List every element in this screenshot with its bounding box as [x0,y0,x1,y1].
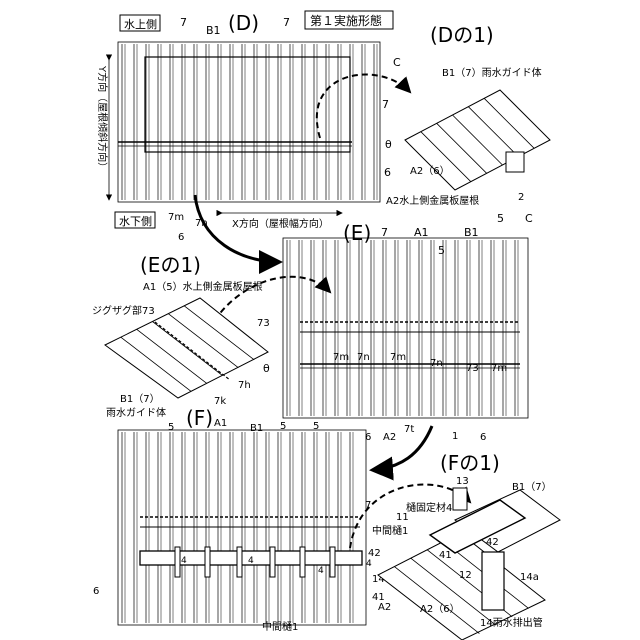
panel-e-to-f-arrow [372,426,432,470]
panel-f-ref-b1: B1 [250,423,263,434]
panel-d-ref-6: 6 [384,166,391,179]
x-direction-label: X方向（屋根幅方向） [232,217,329,230]
panel-f1-mid-gutter-label: 中間樋1 [372,524,408,537]
panel-e-ref-7m1: 7m [333,352,349,363]
panel-f-ref-a2: A2 [378,602,391,613]
panel-e-ref-7: 7 [381,226,388,239]
panel-f-ref-5b: 5 [280,421,286,432]
panel-d-ref-7b: 7 [283,16,290,29]
panel-f1-fixing-post [453,488,467,510]
panel-f-ref-a1: A1 [214,418,227,429]
panel-f-ref-7: 7 [365,500,371,511]
panel-e-ref-73a: 73 [257,318,270,329]
panel-d-ref-7m: 7m [168,212,184,223]
panel-f1-drain-label: 14雨水排出管 [480,616,543,629]
gutter-bracket [205,547,210,577]
panel-f-ref-6: 6 [93,586,99,597]
panel-f1-ref-42: 42 [486,537,499,548]
panel-e-ref-1: 1 [452,431,458,442]
panel-e-ref-6b: 6 [480,432,486,443]
panel-e-ribs [287,240,518,416]
gutter-bracket [300,547,305,577]
panel-f1-label: (Fの1) [440,451,500,475]
panel-d-ref-7a: 7 [180,16,187,29]
y-direction-label: Y方向（屋根傾斜方向） [96,65,109,172]
panel-f-mid-gutter-label: 中間樋1 [262,620,298,633]
panel-e-ref-7m2: 7m [390,352,406,363]
panel-f1-ref-11: 11 [396,512,409,523]
panel-e-ref-7m3: 7m [491,363,507,374]
panel-e-ref-theta: θ [263,362,270,375]
panel-e-ref-73b: 73 [466,363,479,374]
panel-e1-a1-label: A1（5）水上側金属板屋根 [143,280,263,293]
panel-e1-zigzag-label: ジグザグ部73 [92,304,155,317]
panel-d-ref-theta: θ [385,138,392,151]
panel-d-ref-7c: 7 [382,98,389,111]
embodiment-title-box: 第１実施形態 [305,11,393,29]
downstream-side-box: 水下側 [115,212,155,228]
panel-f1-a2-label: A2（6） [420,603,460,615]
panel-e1-b1-sub: 雨水ガイド体 [106,407,166,419]
panel-e-ref-7t: 7t [404,424,414,435]
panel-f-ref-5a: 5 [168,422,174,433]
panel-e1-ref-7k: 7k [214,396,226,407]
panel-d-ref-c: C [393,56,401,69]
panel-e-label: (E) [343,221,371,245]
panel-f-ref-5c: 5 [313,421,319,432]
panel-d1-a2-label: A2（6） [410,165,450,177]
panel-d-ribs [122,44,377,200]
panel-d-detail-arrow [317,75,410,138]
panel-f1-drain-pipe [482,552,504,610]
panel-d1-ref-2: 2 [518,192,524,203]
panel-f-ref-4d: 4 [366,559,372,569]
panel-f-label: (F) [186,406,213,430]
panel-f-ref-42: 42 [368,548,381,559]
panel-d1-label: (Dの1) [430,23,494,47]
gutter-bracket [270,547,275,577]
panel-e1-b1-label: B1（7） [120,393,160,405]
panel-e-ref-a2: A2 [383,432,396,443]
panel-e-ref-5b: 5 [497,212,504,225]
panel-f-ref-4b: 4 [248,556,254,566]
panel-f-ref-4a: 4 [181,556,187,566]
panel-f1-ref-13: 13 [456,476,469,487]
panel-e-ref-5a: 5 [438,244,445,257]
panel-f1-ref-41: 41 [439,550,452,561]
panel-d-ref-6b: 6 [178,232,184,243]
panel-e1-ref-7h: 7h [238,380,251,391]
upstream-side-label: 水上側 [124,18,157,31]
panel-e-ref-c: C [525,212,533,225]
panel-e-ref-a1: A1 [414,226,429,239]
panel-d1-fixture [506,152,524,172]
panel-f1-ref-14a: 14a [520,572,539,583]
panel-d-ref-a2: A2水上側金属板屋根 [386,194,479,207]
panel-e1-label: (Eの1) [140,253,201,277]
panel-f1-fixing-label: 樋固定材4 [406,501,452,514]
panel-f1-b1-label: B1（7） [512,481,552,493]
panel-d [109,42,410,213]
gutter-bracket [330,547,335,577]
panel-d1-b1-label: B1（7）雨水ガイド体 [442,67,542,79]
panel-e-ref-7n2: 7n [430,358,443,369]
panel-d-sheet [118,42,380,202]
gutter-bracket [175,547,180,577]
panel-e-ref-b1: B1 [464,226,479,239]
panel-f-ref-4c: 4 [318,566,324,576]
gutter-bracket [237,547,242,577]
panel-e-ref-7n1: 7n [357,352,370,363]
panel-f1-ref-12: 12 [459,570,472,581]
upstream-side-box: 水上側 [120,15,160,31]
panel-d-ref-b1: B1 [206,24,221,37]
panel-d-label: (D) [228,11,259,35]
embodiment-title: 第１実施形態 [310,13,382,28]
downstream-side-label: 水下側 [119,215,152,228]
